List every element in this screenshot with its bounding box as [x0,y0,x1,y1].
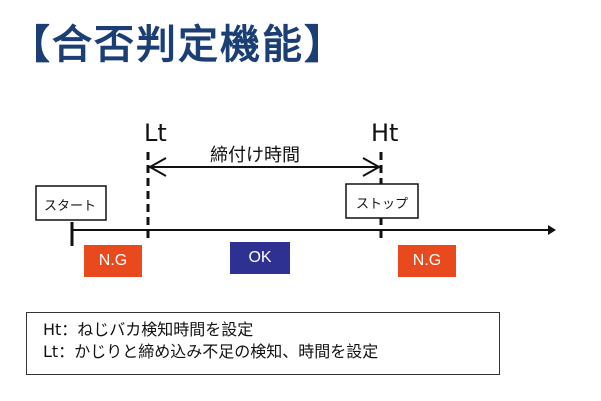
note-lt: Lt：かじりと締め込み不足の検知、時間を設定 [43,342,379,361]
ht-label: Ht [371,119,399,147]
stop-label: ストップ [356,197,409,212]
start-box [35,185,107,221]
duration-arrow-left-head [147,157,167,177]
ng-badge-left: N.G [84,245,142,277]
ok-badge: OK [230,242,290,274]
timeline-arrowhead [548,225,556,235]
note-ht: Ht：ねじバカ検知時間を設定 [43,320,254,339]
duration-arrow-right-head [362,157,382,177]
start-label: スタート [44,199,97,214]
page-title: 【合否判定機能】 [10,22,346,68]
notes-box: Ht：ねじバカ検知時間を設定 Lt：かじりと締め込み不足の検知、時間を設定 [26,312,500,375]
duration-label: 締付け時間 [210,145,300,166]
ng-badge-right: N.G [398,245,456,277]
lt-label: Lt [144,119,167,147]
stop-box [345,183,419,219]
